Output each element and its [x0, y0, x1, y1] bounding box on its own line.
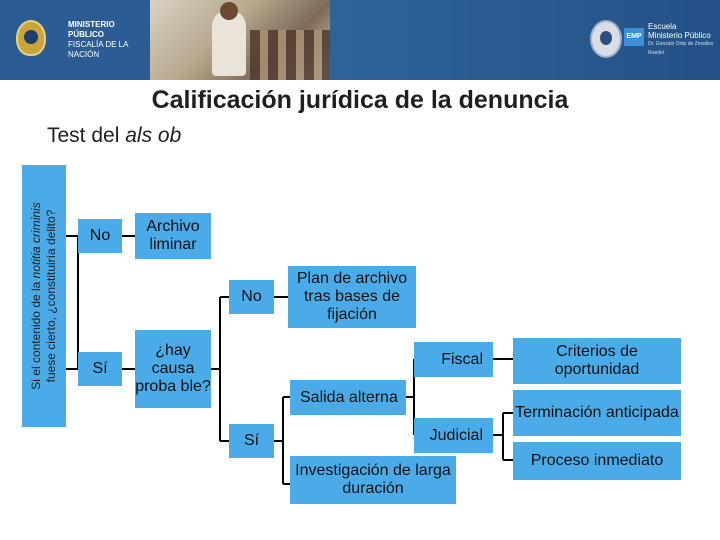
side-question-prefix: Si el contenido de la — [29, 278, 43, 390]
page-title: Calificación jurídica de la denuncia — [151, 86, 569, 114]
node-si-first: Sí — [78, 352, 122, 386]
banner-right-panel — [330, 0, 720, 80]
node-plan-archivo: Plan de archivo tras bases de fijación — [288, 266, 416, 328]
school-seal-icon — [590, 20, 622, 58]
node-criterios-oportunidad: Criterios de oportunidad — [513, 338, 681, 384]
school-line-2: Ministerio Público — [648, 31, 711, 40]
school-line-1: Escuela — [648, 22, 677, 31]
page-subtitle: Test del als ob — [47, 124, 181, 148]
ministry-line-1: MINISTERIO PÚBLICO — [68, 20, 115, 39]
node-no-first: No — [78, 219, 122, 253]
emp-badge: EMP — [624, 28, 644, 46]
school-line-3: Dr. Gonzalo Ortiz de Zevallos Roedel — [648, 41, 714, 56]
node-terminacion-anticipada: Terminación anticipada — [513, 390, 681, 436]
side-question-box: Si el contenido de la notitia criminis f… — [22, 165, 66, 427]
node-salida-alterna: Salida alterna — [290, 380, 406, 415]
node-fiscal: Fiscal — [414, 342, 493, 377]
classroom-photo — [150, 0, 330, 80]
node-archivo-liminar: Archivo liminar — [135, 213, 211, 259]
subtitle-prefix: Test del — [47, 124, 126, 147]
side-question-line-2: fuese cierto, ¿constituiría delito? — [44, 209, 58, 383]
subtitle-italic: als ob — [125, 124, 182, 147]
node-investigacion: Investigación de larga duración — [290, 456, 456, 504]
school-name: Escuela Ministerio Público Dr. Gonzalo O… — [648, 22, 718, 58]
side-question-italic: notitia criminis — [29, 202, 43, 279]
peru-seal-icon — [16, 20, 46, 56]
header-banner: MINISTERIO PÚBLICO FISCALÍA DE LA NACIÓN… — [0, 0, 720, 80]
node-hay-causa: ¿hay causa proba ble? — [135, 330, 211, 408]
ministry-name: MINISTERIO PÚBLICO FISCALÍA DE LA NACIÓN — [68, 20, 150, 60]
node-no-second: No — [229, 280, 274, 314]
side-question-line-1: Si el contenido de la notitia criminis — [29, 202, 44, 389]
ministry-line-2: FISCALÍA DE LA NACIÓN — [68, 40, 129, 59]
node-proceso-inmediato: Proceso inmediato — [513, 442, 681, 480]
node-si-second: Sí — [229, 424, 274, 458]
node-judicial: Judicial — [414, 418, 493, 453]
ministry-logo-area: MINISTERIO PÚBLICO FISCALÍA DE LA NACIÓN — [0, 0, 150, 80]
